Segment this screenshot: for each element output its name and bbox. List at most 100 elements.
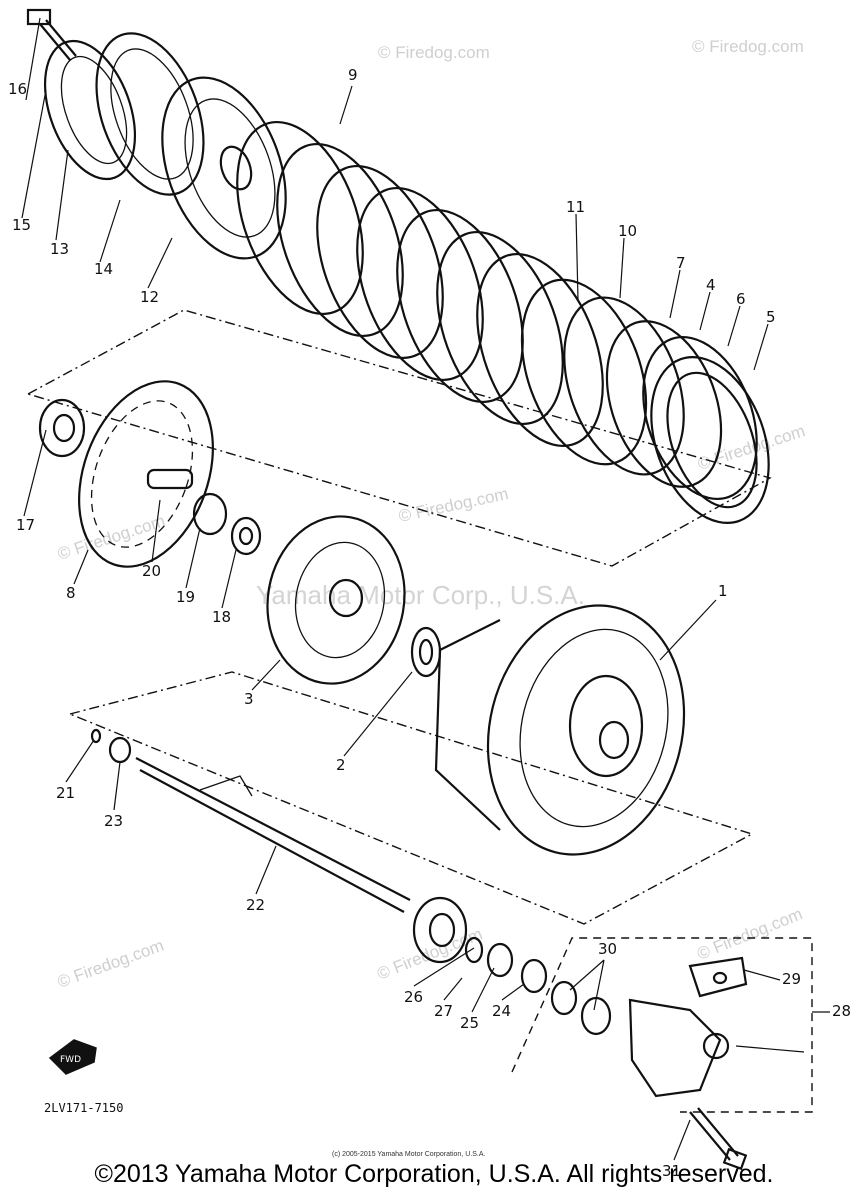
callout-labels: 1234567891011121314151617181920212223242… (8, 66, 851, 1180)
leader-12 (147, 237, 173, 289)
part-collar-19 (192, 492, 228, 536)
upper-assembly-boundary (26, 309, 772, 567)
part-clutch-housing-1 (434, 604, 686, 856)
part-push-rod-22 (135, 757, 411, 913)
lever-assembly-boundary (511, 937, 813, 1113)
callout-17: 17 (16, 516, 35, 534)
callout-1: 1 (718, 582, 728, 600)
callout-27: 27 (434, 1002, 453, 1020)
callout-28: 28 (832, 1002, 851, 1020)
leader-15 (21, 89, 47, 219)
part-oring-27 (464, 936, 484, 964)
leader-27 (443, 977, 463, 1001)
diagram-code: 2LV171-7150 (44, 1101, 123, 1115)
callout-7: 7 (676, 254, 686, 272)
part-pin-20 (146, 468, 194, 490)
callout-24: 24 (492, 1002, 511, 1020)
callout-18: 18 (212, 608, 231, 626)
part-bearing-26 (412, 896, 468, 964)
part-clip-21 (90, 728, 102, 744)
leader-3 (251, 659, 281, 691)
callout-29: 29 (782, 970, 801, 988)
callout-6: 6 (736, 290, 746, 308)
leader-30 (569, 959, 605, 1011)
leader-10 (619, 237, 625, 299)
leader-lines (21, 17, 830, 1161)
callout-21: 21 (56, 784, 75, 802)
callout-30: 30 (598, 940, 617, 958)
callout-31: 31 (662, 1162, 681, 1180)
part-collar-23 (108, 736, 132, 764)
leader-16 (25, 17, 41, 101)
part-bolt-16 (26, 8, 77, 61)
leader-19 (185, 527, 201, 589)
watermark-site: © Firedog.com (397, 484, 510, 526)
callout-12: 12 (140, 288, 159, 306)
part-plate-stack-9 (236, 120, 604, 448)
part-pressure-plate-13 (43, 39, 137, 181)
leader-14 (99, 199, 121, 263)
callout-20: 20 (142, 562, 161, 580)
part-washer-18 (230, 516, 262, 556)
callout-23: 23 (104, 812, 123, 830)
leader-5 (753, 323, 769, 371)
watermark-site: © Firedog.com (694, 904, 805, 963)
leader-11 (575, 213, 579, 301)
leader-21 (65, 739, 95, 783)
callout-15: 15 (12, 216, 31, 234)
leader-4 (699, 291, 711, 331)
watermark-site: © Firedog.com (55, 936, 166, 992)
small-copyright: (c) 2005-2015 Yamaha Motor Corporation, … (332, 1151, 485, 1158)
leader-23 (113, 761, 121, 811)
callout-3: 3 (244, 690, 254, 708)
callout-8: 8 (66, 584, 76, 602)
callout-4: 4 (706, 276, 716, 294)
leader-lever-1 (735, 1045, 805, 1053)
callout-11: 11 (566, 198, 585, 216)
callout-25: 25 (460, 1014, 479, 1032)
watermark-site: © Firedog.com (378, 43, 490, 62)
part-bolt-31 (689, 1107, 748, 1171)
leader-29 (743, 969, 781, 981)
leader-18 (221, 549, 237, 609)
part-ring-24 (520, 958, 548, 994)
leader-26 (413, 947, 475, 987)
leader-2 (343, 671, 413, 757)
part-washer-2 (410, 626, 442, 678)
callout-22: 22 (246, 896, 265, 914)
part-bracket-29 (688, 956, 748, 998)
callout-10: 10 (618, 222, 637, 240)
callout-5: 5 (766, 308, 776, 326)
leader-9 (339, 85, 353, 125)
leader-8 (73, 549, 89, 585)
lower-assembly-boundary (67, 671, 754, 925)
callout-9: 9 (348, 66, 358, 84)
callout-13: 13 (50, 240, 69, 258)
fwd-label: FWD (60, 1055, 81, 1065)
watermarks: © Firedog.com © Firedog.com © Firedog.co… (55, 37, 808, 992)
fwd-arrow: FWD (48, 1039, 97, 1075)
leader-17 (23, 429, 47, 517)
watermark-corp: Yamaha Motor Corp., U.S.A. (256, 580, 585, 610)
watermark-site: © Firedog.com (692, 37, 804, 56)
leader-6 (727, 305, 741, 347)
leader-24 (501, 983, 525, 1001)
callout-26: 26 (404, 988, 423, 1006)
callout-16: 16 (8, 80, 27, 98)
part-bearing-17 (38, 398, 86, 458)
part-springs-4-7 (605, 320, 758, 501)
assembly-outlines (26, 309, 813, 1113)
leader-20 (151, 499, 161, 563)
part-clutch-boss-14 (95, 32, 205, 196)
leader-13 (55, 149, 69, 241)
leader-22 (255, 845, 277, 895)
callout-14: 14 (94, 260, 113, 278)
callout-2: 2 (336, 756, 346, 774)
part-rings-10-11 (520, 278, 685, 476)
part-ring-5 (650, 356, 770, 524)
part-primary-gear-3 (266, 515, 406, 685)
part-seal-25 (486, 942, 514, 978)
callout-19: 19 (176, 588, 195, 606)
leader-25 (471, 967, 495, 1013)
